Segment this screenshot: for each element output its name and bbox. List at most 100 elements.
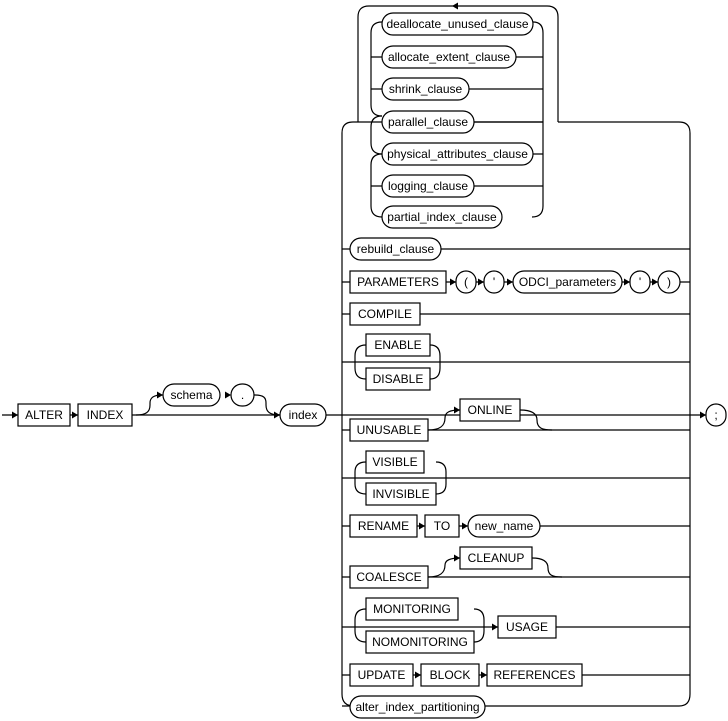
nonterminal-logging-clause: logging_clause	[381, 174, 475, 198]
new-name-label: new_name	[475, 519, 534, 533]
nonterminal-partial-index-clause: partial_index_clause	[381, 205, 503, 229]
keyword-nomonitoring-label: NOMONITORING	[372, 635, 468, 649]
arrow-right-icon	[415, 671, 421, 679]
nonterminal-physical-attributes-clause: physical_attributes_clause	[381, 142, 534, 166]
keyword-disable-label: DISABLE	[373, 372, 424, 386]
symbol-semicolon-label: ;	[714, 408, 717, 422]
arrow-right-icon	[492, 623, 498, 631]
arrow-right-icon	[478, 278, 484, 286]
keyword-coalesce: COALESCE	[349, 565, 429, 589]
arrow-right-icon	[481, 671, 487, 679]
keyword-online-label: ONLINE	[468, 403, 513, 417]
arrow-right-icon	[507, 278, 513, 286]
parallel-clause-label: parallel_clause	[388, 115, 468, 129]
keyword-references: REFERENCES	[486, 663, 583, 687]
keyword-block: BLOCK	[420, 663, 480, 687]
nonterminal-deallocate-unused-clause: deallocate_unused_clause	[381, 12, 534, 36]
arrow-right-icon	[419, 522, 425, 530]
keyword-monitoring: MONITORING	[365, 597, 459, 621]
nonterminal-schema-label: schema	[170, 388, 212, 402]
keyword-invisible-label: INVISIBLE	[372, 487, 429, 501]
nonterminal-schema: schema	[162, 383, 221, 407]
keyword-update-label: UPDATE	[358, 668, 406, 682]
logging-clause-label: logging_clause	[388, 179, 468, 193]
nonterminal-shrink-clause: shrink_clause	[381, 77, 470, 101]
keyword-to-label: TO	[434, 519, 450, 533]
physical-attributes-clause-label: physical_attributes_clause	[387, 147, 528, 161]
arrow-right-icon	[624, 278, 630, 286]
keyword-cleanup: CLEANUP	[459, 546, 533, 570]
keyword-monitoring-label: MONITORING	[373, 602, 451, 616]
arrow-right-icon	[157, 391, 163, 399]
keyword-parameters-label: PARAMETERS	[357, 275, 439, 289]
deallocate-unused-clause-label: deallocate_unused_clause	[386, 17, 528, 31]
keyword-unusable-label: UNUSABLE	[357, 423, 422, 437]
alter-index-partitioning-label: alter_index_partitioning	[355, 700, 479, 714]
symbol-semicolon: ;	[705, 403, 727, 427]
arrow-right-icon	[454, 554, 460, 562]
shrink-clause-label: shrink_clause	[389, 82, 463, 96]
arrow-right-icon	[72, 411, 78, 419]
arrow-right-icon	[652, 278, 658, 286]
arrow-right-icon	[454, 406, 460, 414]
keyword-unusable: UNUSABLE	[349, 418, 429, 442]
keyword-rename: RENAME	[349, 514, 418, 538]
keyword-visible-label: VISIBLE	[372, 455, 417, 469]
symbol-quote-close-label: '	[639, 275, 641, 289]
keyword-cleanup-label: CLEANUP	[468, 551, 525, 565]
keyword-nomonitoring: NOMONITORING	[365, 630, 475, 654]
nonterminal-odci-parameters: ODCI_parameters	[512, 270, 623, 294]
nonterminal-rebuild-clause: rebuild_clause	[349, 237, 442, 261]
arrow-left-icon	[452, 2, 458, 10]
keyword-parameters: PARAMETERS	[349, 270, 447, 294]
partial-index-clause-label: partial_index_clause	[387, 210, 497, 224]
keyword-compile-label: COMPILE	[358, 307, 412, 321]
odci-parameters-label: ODCI_parameters	[519, 275, 616, 289]
keyword-references-label: REFERENCES	[493, 668, 575, 682]
diagram-arrows	[12, 2, 706, 679]
arrow-right-icon	[462, 522, 468, 530]
keyword-index: INDEX	[77, 403, 133, 427]
nonterminal-index: index	[279, 403, 327, 427]
arrow-right-icon	[450, 278, 456, 286]
keyword-alter-label: ALTER	[25, 408, 63, 422]
keyword-usage-label: USAGE	[506, 620, 548, 634]
keyword-update: UPDATE	[349, 663, 414, 687]
nonterminal-alter-index-partitioning: alter_index_partitioning	[349, 695, 486, 719]
allocate-extent-clause-label: allocate_extent_clause	[388, 50, 510, 64]
symbol-quote-open: '	[483, 270, 505, 294]
arrow-right-icon	[12, 411, 18, 419]
keyword-alter: ALTER	[17, 403, 71, 427]
keyword-coalesce-label: COALESCE	[356, 570, 421, 584]
keyword-invisible: INVISIBLE	[365, 482, 437, 506]
symbol-dot: .	[230, 383, 255, 407]
symbol-lparen-label: (	[464, 275, 468, 289]
keyword-rename-label: RENAME	[358, 519, 409, 533]
keyword-visible: VISIBLE	[365, 450, 425, 474]
keyword-compile: COMPILE	[349, 302, 421, 326]
rebuild-clause-label: rebuild_clause	[357, 242, 435, 256]
arrow-right-icon	[225, 391, 231, 399]
diagram-lines	[2, 5, 712, 707]
symbol-quote-open-label: '	[493, 275, 495, 289]
arrow-right-icon	[274, 411, 280, 419]
keyword-index-label: INDEX	[87, 408, 124, 422]
keyword-block-label: BLOCK	[430, 668, 471, 682]
keyword-usage: USAGE	[497, 615, 557, 639]
symbol-rparen-label: )	[667, 275, 671, 289]
symbol-rparen: )	[657, 270, 681, 294]
keyword-enable-label: ENABLE	[374, 338, 421, 352]
keyword-disable: DISABLE	[365, 367, 431, 391]
symbol-quote-close: '	[629, 270, 651, 294]
nonterminal-new-name: new_name	[467, 514, 541, 538]
keyword-enable: ENABLE	[365, 333, 431, 357]
nonterminal-allocate-extent-clause: allocate_extent_clause	[381, 45, 517, 69]
symbol-dot-label: .	[241, 388, 244, 402]
nonterminal-parallel-clause: parallel_clause	[381, 110, 475, 134]
keyword-online: ONLINE	[459, 398, 521, 422]
keyword-to: TO	[424, 514, 460, 538]
arrow-right-icon	[700, 411, 706, 419]
nonterminal-index-label: index	[289, 408, 318, 422]
symbol-lparen: (	[455, 270, 477, 294]
